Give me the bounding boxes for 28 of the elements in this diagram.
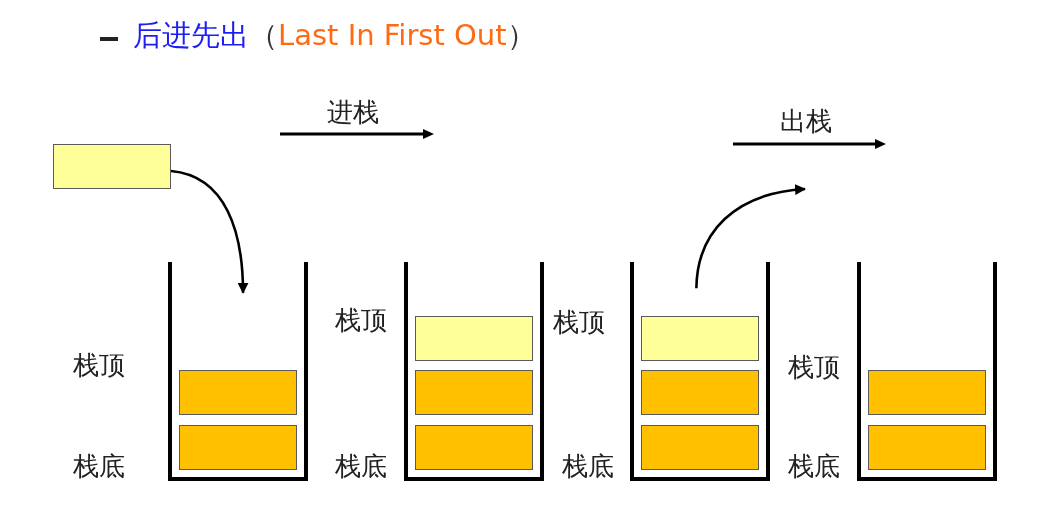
item-box [641,316,759,361]
item-box [641,370,759,415]
stack-container [168,262,308,481]
stack-label: 栈顶 [553,309,605,335]
item-box [641,425,759,470]
arrow-label: 出栈 [780,108,832,134]
stack-label: 栈底 [335,453,387,479]
item-box [179,370,297,415]
item-box [415,370,533,415]
item-box [53,144,171,189]
stack-container [857,262,997,481]
curved-arrow [695,184,807,289]
item-box [868,425,986,470]
stack-label: 栈底 [562,453,614,479]
item-box [179,425,297,470]
stack-label: 栈顶 [73,352,125,378]
item-box [868,370,986,415]
curved-arrow [170,169,249,294]
stack-label: 栈底 [788,453,840,479]
stack-container [630,262,770,481]
stack-container [404,262,544,481]
stack-label: 栈顶 [335,307,387,333]
item-box [415,425,533,470]
arrow-label: 进栈 [327,99,379,125]
title: 后进先出（Last In First Out） [133,17,536,54]
item-box [415,316,533,361]
stack-label: 栈顶 [788,354,840,380]
stack-label: 栈底 [73,453,125,479]
